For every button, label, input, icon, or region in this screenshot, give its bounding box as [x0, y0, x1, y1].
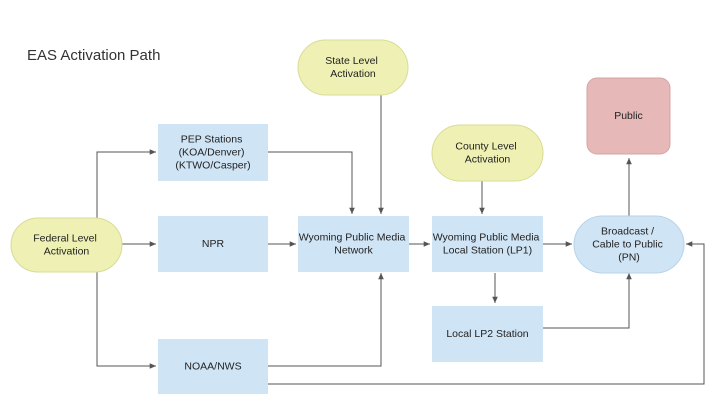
- node-wpm: Wyoming Public Media Network: [298, 216, 409, 272]
- node-pep-line-1: PEP Stations: [181, 133, 243, 145]
- edge-federal-pep: [96, 149, 156, 218]
- node-npr: NPR: [158, 216, 268, 272]
- node-noaa: NOAA/NWS: [158, 339, 268, 394]
- edge-federal-noaa: [96, 272, 156, 369]
- svg-text:State Level Activation: State Level Activation: [325, 55, 380, 80]
- node-noaa-shape: [158, 339, 268, 394]
- node-public-shape: [586, 77, 671, 155]
- node-federal-line-1: Federal Level: [33, 232, 97, 244]
- node-local1: Wyoming Public Media Local Station (LP1): [432, 216, 543, 272]
- svg-text:Broadcast / Cable to Pub: Broadcast / Cable to Public (PN): [592, 225, 666, 263]
- node-pep-line-3: (KTWO/Casper): [175, 159, 250, 171]
- node-state-line-2: Activation: [330, 68, 376, 80]
- node-local1-shape: [432, 216, 543, 272]
- node-pep-shape: [158, 124, 268, 181]
- svg-text:Local LP2 Station: Local LP2 Station: [446, 328, 528, 340]
- node-wpm-line-2: Network: [334, 244, 373, 256]
- svg-text:Federal Level Activation: Federal Level Activation: [33, 232, 100, 257]
- node-state-line-1: State Level: [325, 55, 378, 67]
- node-public: Public: [586, 77, 671, 155]
- svg-text:Public: Public: [614, 110, 643, 122]
- svg-text:PEP Stations (KOA/Denver: PEP Stations (KOA/Denver) (KTWO/Casper): [175, 133, 250, 171]
- edge-local2-broadcast: [543, 273, 632, 329]
- node-federal-line-2: Activation: [44, 245, 90, 257]
- node-broadcast: Broadcast / Cable to Public (PN): [573, 215, 685, 274]
- node-state-shape: [297, 39, 409, 96]
- edge-pep-wpm: [268, 151, 355, 214]
- diagram-title: EAS Activation Path: [27, 47, 161, 64]
- node-local1-line-1: Wyoming Public Media: [433, 231, 540, 243]
- edge-noaa-broadcast: [268, 241, 705, 385]
- node-county-line-1: County Level: [455, 140, 516, 152]
- svg-text:Wyoming Public Media Loc: Wyoming Public Media Local Station (LP1): [433, 231, 543, 256]
- node-local1-line-2: Local Station (LP1): [443, 244, 532, 256]
- node-county-shape: [431, 124, 544, 182]
- svg-text:NOAA/NWS: NOAA/NWS: [184, 360, 241, 372]
- node-county-line-2: Activation: [465, 153, 511, 165]
- node-broadcast-shape: [573, 215, 685, 274]
- node-pep: PEP Stations (KOA/Denver) (KTWO/Casper): [158, 124, 268, 181]
- node-broadcast-line-1: Broadcast /: [601, 225, 654, 237]
- node-npr-line-1: NPR: [202, 238, 225, 250]
- svg-text:NPR: NPR: [202, 238, 225, 250]
- node-public-line-1: Public: [614, 110, 643, 122]
- node-noaa-line-1: NOAA/NWS: [184, 360, 241, 372]
- node-local2: Local LP2 Station: [432, 306, 543, 362]
- edges: [96, 95, 705, 385]
- node-local2-line-1: Local LP2 Station: [446, 328, 528, 340]
- node-federal: Federal Level Activation: [10, 217, 123, 273]
- node-wpm-line-1: Wyoming Public Media: [299, 231, 406, 243]
- node-local2-shape: [432, 306, 543, 362]
- node-pep-line-2: (KOA/Denver): [179, 146, 245, 158]
- svg-text:Wyoming Public Media Net: Wyoming Public Media Network: [299, 231, 409, 256]
- node-npr-shape: [158, 216, 268, 272]
- node-federal-shape: [10, 217, 123, 273]
- node-broadcast-line-2: Cable to Public: [592, 238, 663, 250]
- edge-noaa-wpm: [268, 273, 384, 367]
- node-broadcast-line-3: (PN): [618, 251, 640, 263]
- node-state: State Level Activation: [297, 39, 409, 96]
- svg-text:County Level Activation: County Level Activation: [455, 140, 519, 165]
- node-wpm-shape: [298, 216, 409, 272]
- node-county: County Level Activation: [431, 124, 544, 182]
